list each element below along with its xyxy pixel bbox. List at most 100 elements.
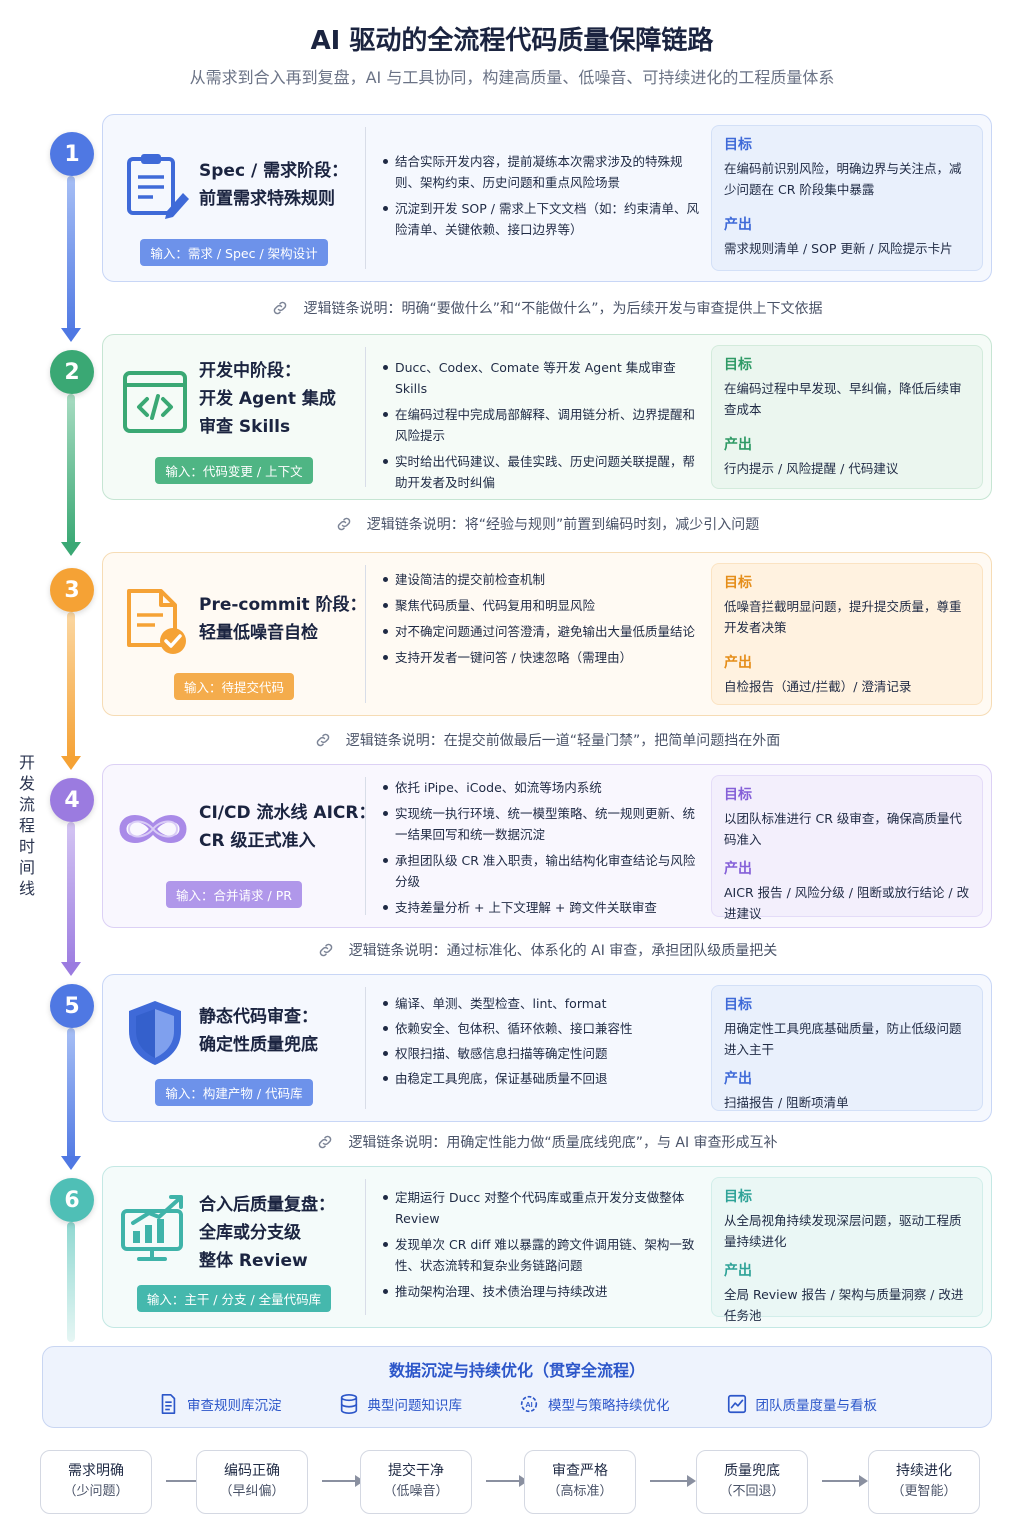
- data-item-rules: 审查规则库沉淀: [157, 1393, 282, 1415]
- step-number-5: 5: [50, 984, 94, 1028]
- ai-gear-icon: AI: [520, 1395, 538, 1413]
- link-icon: [316, 733, 329, 747]
- step-number-3: 3: [50, 568, 94, 612]
- list-item: 权限扫描、敏感信息扫描等确定性问题: [381, 1043, 699, 1064]
- flow-arrow-icon: [322, 1475, 364, 1487]
- clipboard-icon: [119, 149, 191, 221]
- step-number-1: 1: [50, 132, 94, 176]
- goal-panel: 目标 低噪音拦截明显问题，提升提交质量，尊重开发者决策 产出 自检报告（通过/拦…: [711, 563, 983, 705]
- stage-bullets: 编译、单测、类型检查、lint、format 依赖安全、包体积、循环依赖、接口兼…: [381, 993, 699, 1093]
- flow-step-3: 提交干净（低噪音）: [360, 1450, 472, 1514]
- flow-step-4: 审查严格（高标准）: [524, 1450, 636, 1514]
- flow-step-2: 编码正确（早纠偏）: [196, 1450, 308, 1514]
- goal-panel: 目标 在编码过程中早发现、早纠偏，降低后续审查成本 产出 行内提示 / 风险提醒…: [711, 345, 983, 489]
- document-icon: [161, 1394, 176, 1414]
- chart-icon: [727, 1394, 746, 1414]
- logic-note-5: 逻辑链条说明：用确定性能力做“质量底线兜底”，与 AI 审查形成互补: [102, 1132, 992, 1152]
- timeline-arrow-4: [61, 962, 81, 976]
- flow-step-6: 持续进化（更智能）: [868, 1450, 980, 1514]
- page-subtitle: 从需求到合入再到复盘，AI 与工具协同，构建高质量、低噪音、可持续进化的工程质量…: [189, 68, 835, 87]
- data-sedimentation-panel: 数据沉淀与持续优化（贯穿全流程） 审查规则库沉淀 典型问题知识库 AI 模型与策…: [42, 1346, 992, 1428]
- shield-icon: [119, 997, 191, 1069]
- timeline-arrow-5: [61, 1156, 81, 1170]
- timeline-arrow-3: [61, 756, 81, 770]
- stage-card-dev: 开发中阶段： 开发 Agent 集成 审查 Skills 输入：代码变更 / 上…: [102, 334, 992, 500]
- data-panel-title: 数据沉淀与持续优化（贯穿全流程）: [388, 1361, 645, 1380]
- infinity-icon: [113, 793, 193, 865]
- stage-card-spec: Spec / 需求阶段： 前置需求特殊规则 输入：需求 / Spec / 架构设…: [102, 114, 992, 282]
- logic-note-2: 逻辑链条说明：将“经验与规则”前置到编码时刻，减少引入问题: [102, 514, 992, 534]
- input-badge: 输入：代码变更 / 上下文: [103, 457, 365, 484]
- data-item-model: AI 模型与策略持续优化: [518, 1393, 670, 1415]
- goal-panel: 目标 在编码前识别风险，明确边界与关注点，减少问题在 CR 阶段集中暴露 产出 …: [711, 125, 983, 271]
- stage-bullets: 依托 iPipe、iCode、如流等场内系统 实现统一执行环境、统一模型策略、统…: [381, 777, 699, 923]
- data-item-dashboard: 团队质量度量与看板: [726, 1393, 877, 1415]
- page-title: AI 驱动的全流程代码质量保障链路: [310, 26, 714, 56]
- stage-bullets: 建设简洁的提交前检查机制 聚焦代码质量、代码复用和明显风险 对不确定问题通过问答…: [381, 569, 699, 673]
- code-window-icon: [119, 367, 191, 439]
- list-item: 承担团队级 CR 准入职责，输出结构化审查结论与风险分级: [381, 850, 699, 892]
- input-badge: 输入：待提交代码: [103, 673, 365, 700]
- flow-step-1: 需求明确（少问题）: [40, 1450, 152, 1514]
- svg-text:AI: AI: [525, 1400, 532, 1409]
- flow-arrow-icon: [486, 1475, 528, 1487]
- stage-bullets: Ducc、Codex、Comate 等开发 Agent 集成审查 Skills …: [381, 357, 699, 498]
- stage-title: 静态代码审查： 确定性质量兜底: [199, 1007, 318, 1055]
- timeline-track-4: [67, 822, 75, 972]
- stage-title: 开发中阶段： 开发 Agent 集成 审查 Skills: [199, 361, 336, 437]
- list-item: 定期运行 Ducc 对整个代码库或重点开发分支做整体 Review: [381, 1187, 699, 1229]
- list-item: 对不确定问题通过问答澄清，避免输出大量低质量结论: [381, 621, 699, 642]
- list-item: 实现统一执行环境、统一模型策略、统一规则更新、统一结果回写和统一数据沉淀: [381, 803, 699, 845]
- list-item: 发现单次 CR diff 难以暴露的跨文件调用链、架构一致性、状态流转和复杂业务…: [381, 1234, 699, 1276]
- step-number-6: 6: [50, 1178, 94, 1222]
- list-item: 依赖安全、包体积、循环依赖、接口兼容性: [381, 1018, 699, 1039]
- list-item: 支持差量分析 + 上下文理解 + 跨文件关联审查: [381, 897, 699, 918]
- timeline-track-6: [67, 1222, 75, 1342]
- input-badge: 输入：主干 / 分支 / 全量代码库: [103, 1285, 365, 1312]
- list-item: 推动架构治理、技术债治理与持续改进: [381, 1281, 699, 1302]
- timeline-track-5: [67, 1028, 75, 1164]
- stage-title: Spec / 需求阶段： 前置需求特殊规则: [199, 161, 349, 209]
- input-badge: 输入：合并请求 / PR: [103, 881, 365, 908]
- link-icon: [319, 943, 332, 957]
- logic-note-4: 逻辑链条说明：通过标准化、体系化的 AI 审查，承担团队级质量把关: [102, 940, 992, 960]
- list-item: 依托 iPipe、iCode、如流等场内系统: [381, 777, 699, 798]
- timeline-track-2: [67, 394, 75, 546]
- database-icon: [340, 1394, 357, 1414]
- stage-title: CI/CD 流水线 AICR： CR 级正式准入: [199, 803, 376, 851]
- list-item: 结合实际开发内容，提前凝练本次需求涉及的特殊规则、架构约束、历史问题和重点风险场…: [381, 151, 699, 193]
- input-badge: 输入：需求 / Spec / 架构设计: [103, 239, 365, 266]
- document-check-icon: [119, 585, 191, 657]
- monitor-chart-icon: [119, 1193, 191, 1265]
- stage-card-static: 静态代码审查： 确定性质量兜底 输入：构建产物 / 代码库 编译、单测、类型检查…: [102, 974, 992, 1122]
- stage-card-review: 合入后质量复盘： 全库或分支级 整体 Review 输入：主干 / 分支 / 全…: [102, 1166, 992, 1328]
- link-icon: [274, 301, 287, 315]
- goal-panel: 目标 从全局视角持续发现深层问题，驱动工程质量持续进化 产出 全局 Review…: [711, 1177, 983, 1323]
- list-item: 由稳定工具兜底，保证基础质量不回退: [381, 1068, 699, 1089]
- input-badge: 输入：构建产物 / 代码库: [103, 1079, 365, 1106]
- link-icon: [319, 1135, 332, 1149]
- list-item: 实时给出代码建议、最佳实践、历史问题关联提醒，帮助开发者及时纠偏: [381, 451, 699, 493]
- timeline-label: 开发流程时间线: [18, 753, 35, 898]
- goal-panel: 目标 以团队标准进行 CR 级审查，确保高质量代码准入 产出 AICR 报告 /…: [711, 775, 983, 921]
- link-icon: [337, 517, 350, 531]
- list-item: 编译、单测、类型检查、lint、format: [381, 993, 699, 1014]
- goal-panel: 目标 用确定性工具兜底基础质量，防止低级问题进入主干 产出 扫描报告 / 阻断项…: [711, 985, 983, 1111]
- stage-title: Pre-commit 阶段： 轻量低噪音自检: [199, 595, 367, 643]
- list-item: 建设简洁的提交前检查机制: [381, 569, 699, 590]
- timeline-arrow-1: [61, 328, 81, 342]
- step-number-2: 2: [50, 350, 94, 394]
- flow-arrow-icon: [650, 1475, 696, 1487]
- stage-card-precommit: Pre-commit 阶段： 轻量低噪音自检 输入：待提交代码 建设简洁的提交前…: [102, 552, 992, 716]
- stage-card-cicd: CI/CD 流水线 AICR： CR 级正式准入 输入：合并请求 / PR 依托…: [102, 764, 992, 928]
- flow-arrow-icon: [822, 1475, 868, 1487]
- data-item-knowledge: 典型问题知识库: [338, 1393, 462, 1415]
- list-item: 在编码过程中完成局部解释、调用链分析、边界提醒和风险提示: [381, 404, 699, 446]
- quality-flow: 需求明确（少问题） 编码正确（早纠偏） 提交干净（低噪音） 审查严格（高标准） …: [40, 1450, 984, 1514]
- step-number-4: 4: [50, 778, 94, 822]
- stage-title: 合入后质量复盘： 全库或分支级 整体 Review: [199, 1195, 335, 1271]
- list-item: 支持开发者一键问答 / 快速忽略（需理由）: [381, 647, 699, 668]
- stage-bullets: 结合实际开发内容，提前凝练本次需求涉及的特殊规则、架构约束、历史问题和重点风险场…: [381, 151, 699, 245]
- timeline-track-3: [67, 612, 75, 760]
- list-item: 沉淀到开发 SOP / 需求上下文文档（如：约束清单、风险清单、关键依赖、接口边…: [381, 198, 699, 240]
